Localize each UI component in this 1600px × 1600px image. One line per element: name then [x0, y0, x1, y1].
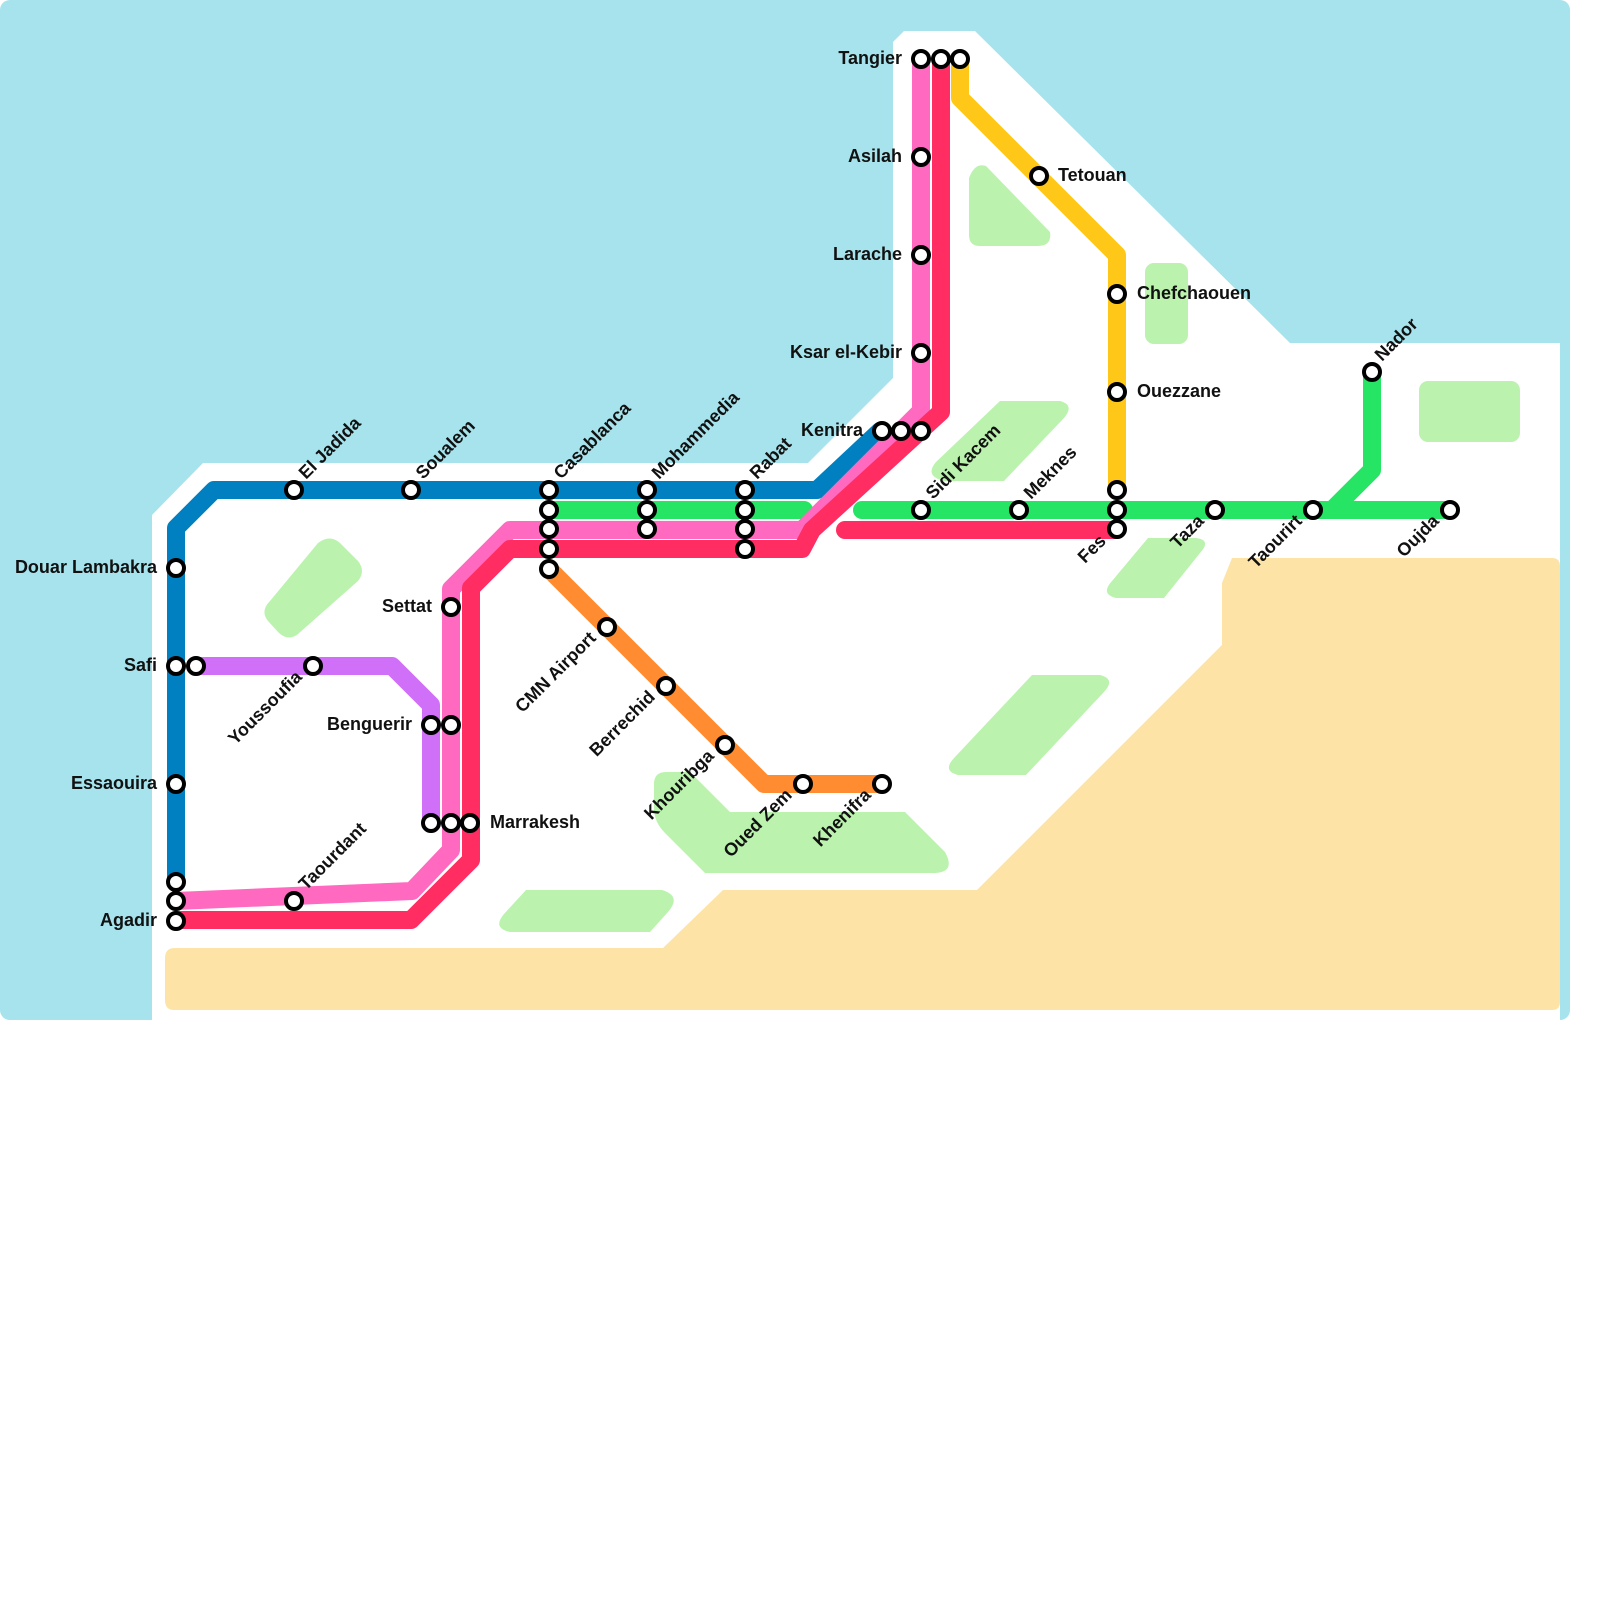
station-marker[interactable]	[735, 500, 755, 520]
station-label-kenitra: Kenitra	[801, 420, 864, 440]
station-marker[interactable]	[166, 872, 186, 892]
station-marker[interactable]	[460, 813, 480, 833]
station-marker[interactable]	[421, 715, 441, 735]
park-area	[499, 890, 674, 932]
station-marker[interactable]	[872, 421, 892, 441]
station-marker[interactable]	[303, 656, 323, 676]
station-marker[interactable]	[441, 715, 461, 735]
station-marker[interactable]	[597, 617, 617, 637]
stations-layer	[166, 49, 1460, 931]
station-marker[interactable]	[441, 813, 461, 833]
station-marker[interactable]	[1362, 362, 1382, 382]
station-marker[interactable]	[735, 480, 755, 500]
station-marker[interactable]	[715, 735, 735, 755]
station-marker[interactable]	[793, 774, 813, 794]
station-label-settat: Settat	[382, 596, 432, 616]
station-marker[interactable]	[539, 519, 559, 539]
station-marker[interactable]	[539, 539, 559, 559]
station-marker[interactable]	[186, 656, 206, 676]
line-blue	[167, 422, 889, 891]
station-marker[interactable]	[166, 558, 186, 578]
station-marker[interactable]	[1009, 500, 1029, 520]
station-label-larache: Larache	[833, 244, 902, 264]
station-marker[interactable]	[1440, 500, 1460, 520]
station-marker[interactable]	[1107, 500, 1127, 520]
station-marker[interactable]	[166, 656, 186, 676]
station-marker[interactable]	[1029, 166, 1049, 186]
station-marker[interactable]	[284, 891, 304, 911]
line-purple	[187, 657, 440, 832]
line-red	[167, 50, 950, 929]
park-area	[1419, 381, 1520, 442]
station-marker[interactable]	[441, 597, 461, 617]
station-marker[interactable]	[1107, 519, 1127, 539]
park-area	[948, 675, 1110, 775]
desert-region-south	[165, 558, 1560, 1010]
station-label-agadir: Agadir	[100, 910, 157, 930]
station-marker[interactable]	[931, 49, 951, 69]
station-marker[interactable]	[166, 911, 186, 931]
station-label-essaouira: Essaouira	[71, 773, 158, 793]
park-area	[931, 401, 1069, 481]
station-marker[interactable]	[284, 480, 304, 500]
station-label-ouezzane: Ouezzane	[1137, 381, 1221, 401]
station-label-douar-lambakra: Douar Lambakra	[15, 557, 158, 577]
park-area	[654, 772, 949, 873]
station-marker[interactable]	[911, 49, 931, 69]
station-marker[interactable]	[911, 343, 931, 363]
station-label-tangier: Tangier	[838, 48, 902, 68]
station-marker[interactable]	[637, 480, 657, 500]
station-marker[interactable]	[166, 774, 186, 794]
station-label-benguerir: Benguerir	[327, 714, 412, 734]
line-orange	[540, 560, 891, 793]
station-marker[interactable]	[166, 891, 186, 911]
park-area	[1145, 263, 1188, 344]
station-marker[interactable]	[735, 539, 755, 559]
park-area	[1106, 538, 1206, 598]
station-marker[interactable]	[401, 480, 421, 500]
station-marker[interactable]	[911, 245, 931, 265]
station-marker[interactable]	[539, 480, 559, 500]
station-marker[interactable]	[911, 421, 931, 441]
station-marker[interactable]	[1205, 500, 1225, 520]
station-marker[interactable]	[872, 774, 892, 794]
station-marker[interactable]	[1107, 480, 1127, 500]
station-marker[interactable]	[950, 49, 970, 69]
station-label-ksar-el-kebir: Ksar el-Kebir	[790, 342, 902, 362]
station-marker[interactable]	[911, 500, 931, 520]
line-green	[853, 364, 1381, 519]
station-label-tetouan: Tetouan	[1058, 165, 1127, 185]
parks-layer	[264, 165, 1520, 932]
desert-layer	[165, 558, 1560, 1010]
station-marker[interactable]	[656, 676, 676, 696]
station-marker[interactable]	[911, 147, 931, 167]
station-marker[interactable]	[735, 519, 755, 539]
station-marker[interactable]	[1107, 382, 1127, 402]
station-label-asilah: Asilah	[848, 146, 902, 166]
station-label-marrakesh: Marrakesh	[490, 812, 580, 832]
park-area	[969, 165, 1051, 246]
station-marker[interactable]	[637, 519, 657, 539]
station-marker[interactable]	[421, 813, 441, 833]
station-marker[interactable]	[637, 500, 657, 520]
station-marker[interactable]	[1303, 500, 1323, 520]
station-marker[interactable]	[1107, 284, 1127, 304]
station-marker[interactable]	[891, 421, 911, 441]
station-label-chefchaouen: Chefchaouen	[1137, 283, 1251, 303]
station-marker[interactable]	[539, 500, 559, 520]
park-area	[264, 538, 362, 638]
station-label-safi: Safi	[124, 655, 157, 675]
station-marker[interactable]	[539, 559, 559, 579]
